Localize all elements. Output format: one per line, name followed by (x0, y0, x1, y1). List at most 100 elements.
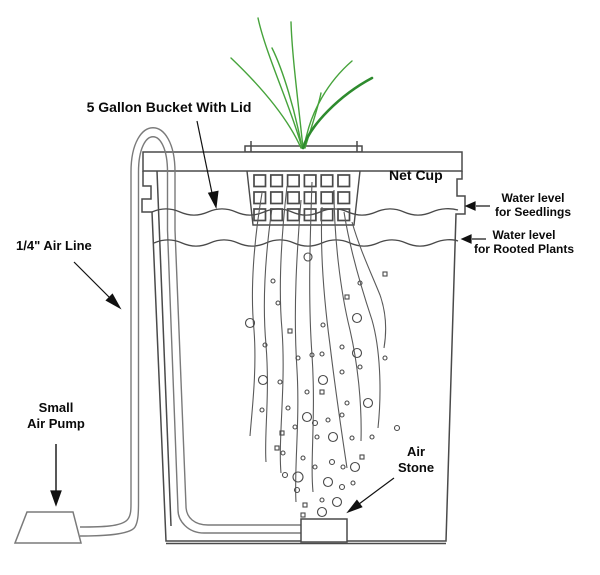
net-cup-mesh-hole (253, 191, 267, 205)
bubble-square (300, 512, 306, 518)
air-pump-line2: Air Pump (27, 416, 85, 431)
net-cup-mesh-hole (320, 191, 334, 205)
plant-blade (230, 57, 302, 149)
bubble (339, 344, 345, 350)
bubble (300, 455, 306, 461)
stone-arrow-head (346, 499, 363, 514)
bubble-square (344, 294, 350, 300)
bubble (362, 397, 374, 409)
air-line-tube (79, 127, 301, 537)
bubble (309, 352, 315, 358)
seedling-level-arrow-head (464, 201, 476, 211)
bucket-label: 5 Gallon Bucket With Lid (86, 99, 252, 115)
plant-blade-thick (301, 76, 374, 150)
bubble (301, 411, 313, 423)
bubble (357, 280, 363, 286)
stone-arrow-line (358, 477, 395, 505)
bubble (350, 480, 356, 486)
air-stone-line2: Stone (397, 460, 435, 475)
bubble-square (302, 502, 308, 508)
bubble (295, 355, 301, 361)
bucket-inner-wall (156, 170, 172, 527)
net-cup-mesh-hole (303, 191, 317, 205)
air-line-arrow-line (73, 261, 111, 299)
bubble (303, 252, 313, 262)
air-stone-line1: Air (406, 444, 426, 459)
bubble (382, 355, 388, 361)
net-cup-mesh-hole (286, 174, 300, 188)
bubble (351, 312, 363, 324)
tube-outer-edge (79, 127, 301, 528)
net-cup (246, 170, 361, 226)
bubble (314, 434, 320, 440)
bucket-outline (141, 171, 466, 542)
net-cup-mesh-hole (269, 174, 284, 188)
water-level-rooted-line2: for Rooted Plants (473, 241, 574, 256)
air-pump (13, 511, 82, 544)
bubble (339, 412, 345, 418)
bubble (317, 374, 329, 386)
bubble (275, 300, 281, 306)
bubble-square (382, 271, 388, 277)
plant-blades (230, 17, 353, 149)
net-cup-mesh-hole (286, 191, 300, 205)
bubble (349, 461, 361, 473)
pump-arrow-head (50, 490, 62, 507)
bubble (327, 431, 339, 443)
plant-blade (271, 47, 303, 149)
bubble (328, 458, 336, 466)
net-cup-mesh-hole (337, 208, 351, 222)
bubble (292, 471, 304, 483)
plant-blade (257, 17, 303, 149)
bubble (312, 464, 318, 470)
bubble (393, 424, 401, 432)
bucket-lid (142, 151, 463, 172)
tube-inner-edge (79, 136, 301, 537)
bubble-square (287, 328, 293, 334)
net-cup-mesh-hole (337, 191, 351, 205)
net-cup-mesh-hole (269, 208, 284, 222)
bucket-arrow-line (196, 120, 213, 194)
bubble (319, 497, 325, 503)
water-lines (151, 208, 459, 247)
plant-blade (304, 92, 322, 149)
bubble (259, 407, 265, 413)
bubble (339, 369, 345, 375)
bubble (304, 389, 310, 395)
air-line-label: 1/4" Air Line (16, 238, 92, 253)
water-level-seedlings-label: Water level for Seedlings (484, 191, 582, 219)
collar-ticks (250, 141, 358, 152)
bubble (351, 347, 363, 359)
water-level-seedlings-line2: for Seedlings (494, 204, 571, 219)
bubble (319, 351, 325, 357)
bubble (311, 419, 319, 427)
plant-blade (290, 21, 304, 149)
water-level-rooted-label: Water level for Rooted Plants (468, 228, 580, 256)
bubble (357, 364, 363, 370)
bubble (262, 342, 268, 348)
roots (249, 181, 387, 503)
air-stone-label: Air Stone (391, 444, 441, 476)
bubble-square (279, 430, 285, 436)
net-cup-mesh-hole (253, 174, 267, 188)
bubble (369, 434, 375, 440)
net-cup-mesh-hole (337, 174, 351, 188)
bubble (280, 450, 286, 456)
bubble (325, 417, 331, 423)
bubble (281, 471, 289, 479)
air-pump-line1: Small (38, 400, 74, 415)
bubble (344, 400, 350, 406)
bubbles (244, 252, 401, 518)
bubble-square (359, 454, 365, 460)
water-level-seedlings-line1: Water level (501, 191, 565, 205)
bubble (320, 322, 326, 328)
air-pump-label: Small Air Pump (13, 400, 99, 432)
bubble (244, 317, 256, 329)
bubble (331, 496, 343, 508)
net-cup-mesh-hole (320, 174, 334, 188)
water-line-seedlings (151, 208, 459, 216)
bubble (316, 506, 328, 518)
water-line-rooted (153, 239, 459, 247)
bubble (270, 278, 276, 284)
